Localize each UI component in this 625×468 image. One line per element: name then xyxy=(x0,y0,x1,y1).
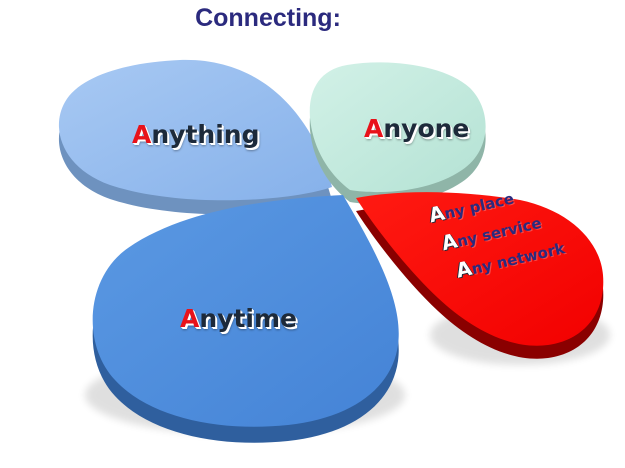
label-anything-initial: A xyxy=(132,120,152,149)
petal-anything xyxy=(58,59,332,215)
petal-anytime-face xyxy=(92,195,399,427)
petal-anything-face xyxy=(58,59,332,201)
label-anytime-rest: nytime xyxy=(199,304,297,333)
petal-network-face xyxy=(356,192,604,346)
petal-anyone-face xyxy=(309,62,486,193)
label-anything-rest: nything xyxy=(151,120,260,149)
label-anyone-initial: A xyxy=(364,114,384,143)
label-anytime-initial: A xyxy=(180,304,200,333)
label-anyone: Anyone xyxy=(364,114,469,143)
diagram-title: Connecting: xyxy=(195,4,341,32)
label-anytime: Anytime xyxy=(180,304,297,333)
petal-anytime xyxy=(92,195,399,443)
petal-anyone xyxy=(309,62,486,205)
label-anyone-rest: nyone xyxy=(383,114,470,143)
label-anything: Anything xyxy=(132,120,259,149)
petal-network xyxy=(356,192,604,359)
